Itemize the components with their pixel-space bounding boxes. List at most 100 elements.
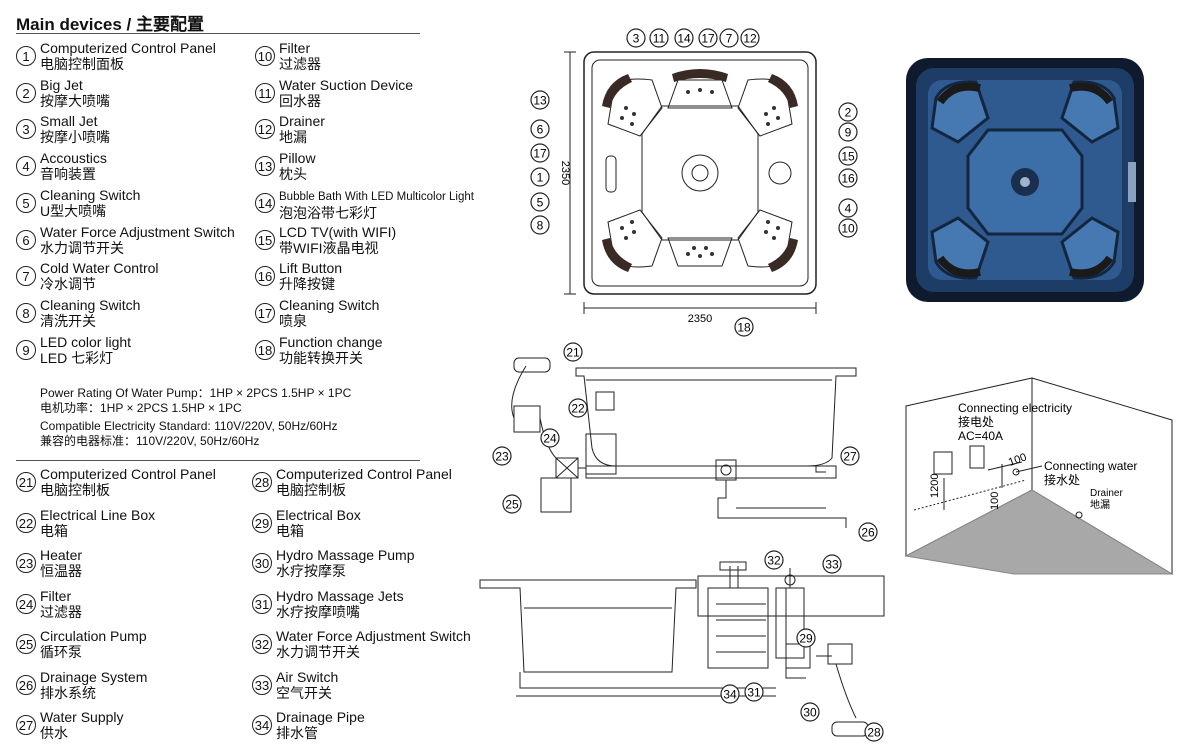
page-title: Main devices / 主要配置: [16, 15, 204, 34]
spec-line: 电机功率：1HP × 2PCS 1.5HP × 1PC: [40, 401, 242, 415]
title-rule: [16, 33, 420, 34]
callout: 18: [734, 317, 754, 337]
legend-en: Hydro Massage Pump: [276, 547, 415, 563]
room-dim-1200: 1200: [929, 474, 941, 498]
room-dim-100b: 100: [989, 492, 1001, 510]
legend-number: 7: [16, 266, 36, 287]
callout: 17: [530, 143, 550, 163]
callout-number: 3: [633, 32, 640, 46]
callout: 26: [858, 522, 878, 542]
callout-number: 27: [843, 450, 857, 464]
legend-en: Cleaning Switch: [40, 186, 141, 203]
callout-number: 12: [743, 32, 757, 46]
room-drainer-zh: 地漏: [1090, 498, 1110, 511]
legend-number: 5: [16, 192, 36, 213]
room-elec-en: Connecting electricity: [958, 401, 1072, 415]
legend-en: Big Jet: [40, 76, 83, 93]
callout-number: 33: [825, 558, 839, 572]
callout: 1: [530, 167, 550, 187]
spec-line: Power Rating Of Water Pump：1HP × 2PCS 1.…: [40, 386, 352, 400]
callout-number: 17: [533, 147, 547, 161]
legend-en: Water Force Adjustment Switch: [276, 628, 471, 644]
legend-en: Cleaning Switch: [279, 296, 380, 313]
legend-number: 11: [255, 82, 275, 103]
legend-zh: 过滤器: [40, 603, 82, 620]
legend-number: 32: [252, 634, 272, 654]
legend-number: 21: [16, 472, 36, 492]
legend-zh: 带WIFI液晶电视: [279, 239, 379, 256]
callout-number: 4: [845, 202, 852, 216]
callout: 28: [864, 722, 884, 742]
spec-line: Compatible Electricity Standard: 110V/22…: [40, 419, 338, 433]
callout: 24: [540, 428, 560, 448]
callout-number: 26: [861, 526, 875, 540]
legend-zh: 水疗按摩喷嘴: [276, 603, 360, 620]
callout: 11: [649, 28, 669, 48]
legend-zh: 水疗按摩泵: [276, 563, 346, 579]
legend-zh: 电脑控制面板: [40, 56, 124, 72]
legend-number: 1: [16, 46, 36, 66]
legend-number: 3: [16, 119, 36, 140]
legend-en: Pillow: [279, 150, 316, 167]
legend-zh: 枕头: [279, 166, 307, 183]
legend-en: Drainage System: [40, 668, 148, 685]
legend-number: 10: [255, 46, 275, 66]
callout-number: 6: [537, 123, 544, 137]
callout: 30: [800, 702, 820, 722]
legend-number: 16: [255, 266, 275, 287]
legend-en: Cleaning Switch: [40, 296, 141, 313]
callout: 3: [626, 28, 646, 48]
legend-zh: 水力调节开关: [40, 239, 124, 256]
callout: 10: [838, 218, 858, 238]
legend-zh: 排水系统: [40, 684, 96, 701]
callout: 5: [530, 192, 550, 212]
callout-number: 31: [747, 686, 761, 700]
legend-zh: 升降按键: [279, 276, 335, 293]
tub-photo-render: [916, 68, 1136, 292]
callout: 8: [530, 215, 550, 235]
legend-zh: 按摩小喷嘴: [40, 129, 110, 146]
legend-zh: 水力调节开关: [276, 644, 360, 660]
legend-en: Lift Button: [279, 260, 343, 277]
room-drainer-en: Drainer: [1090, 488, 1123, 499]
callout: 15: [838, 146, 858, 166]
legend-number: 13: [255, 156, 275, 177]
callout-number: 9: [845, 126, 852, 140]
room-water-en: Connecting water: [1044, 459, 1137, 473]
legend-en: Electrical Line Box: [40, 506, 156, 523]
legend-number: 22: [16, 512, 36, 533]
legend-en: Computerized Control Panel: [276, 466, 452, 482]
callout-number: 28: [867, 726, 881, 740]
room-dim-100a: 100: [1007, 451, 1028, 469]
tub-photo: [906, 58, 1144, 302]
callout: 13: [530, 90, 550, 110]
callout: 32: [764, 550, 784, 570]
legend-number: 24: [16, 593, 36, 614]
